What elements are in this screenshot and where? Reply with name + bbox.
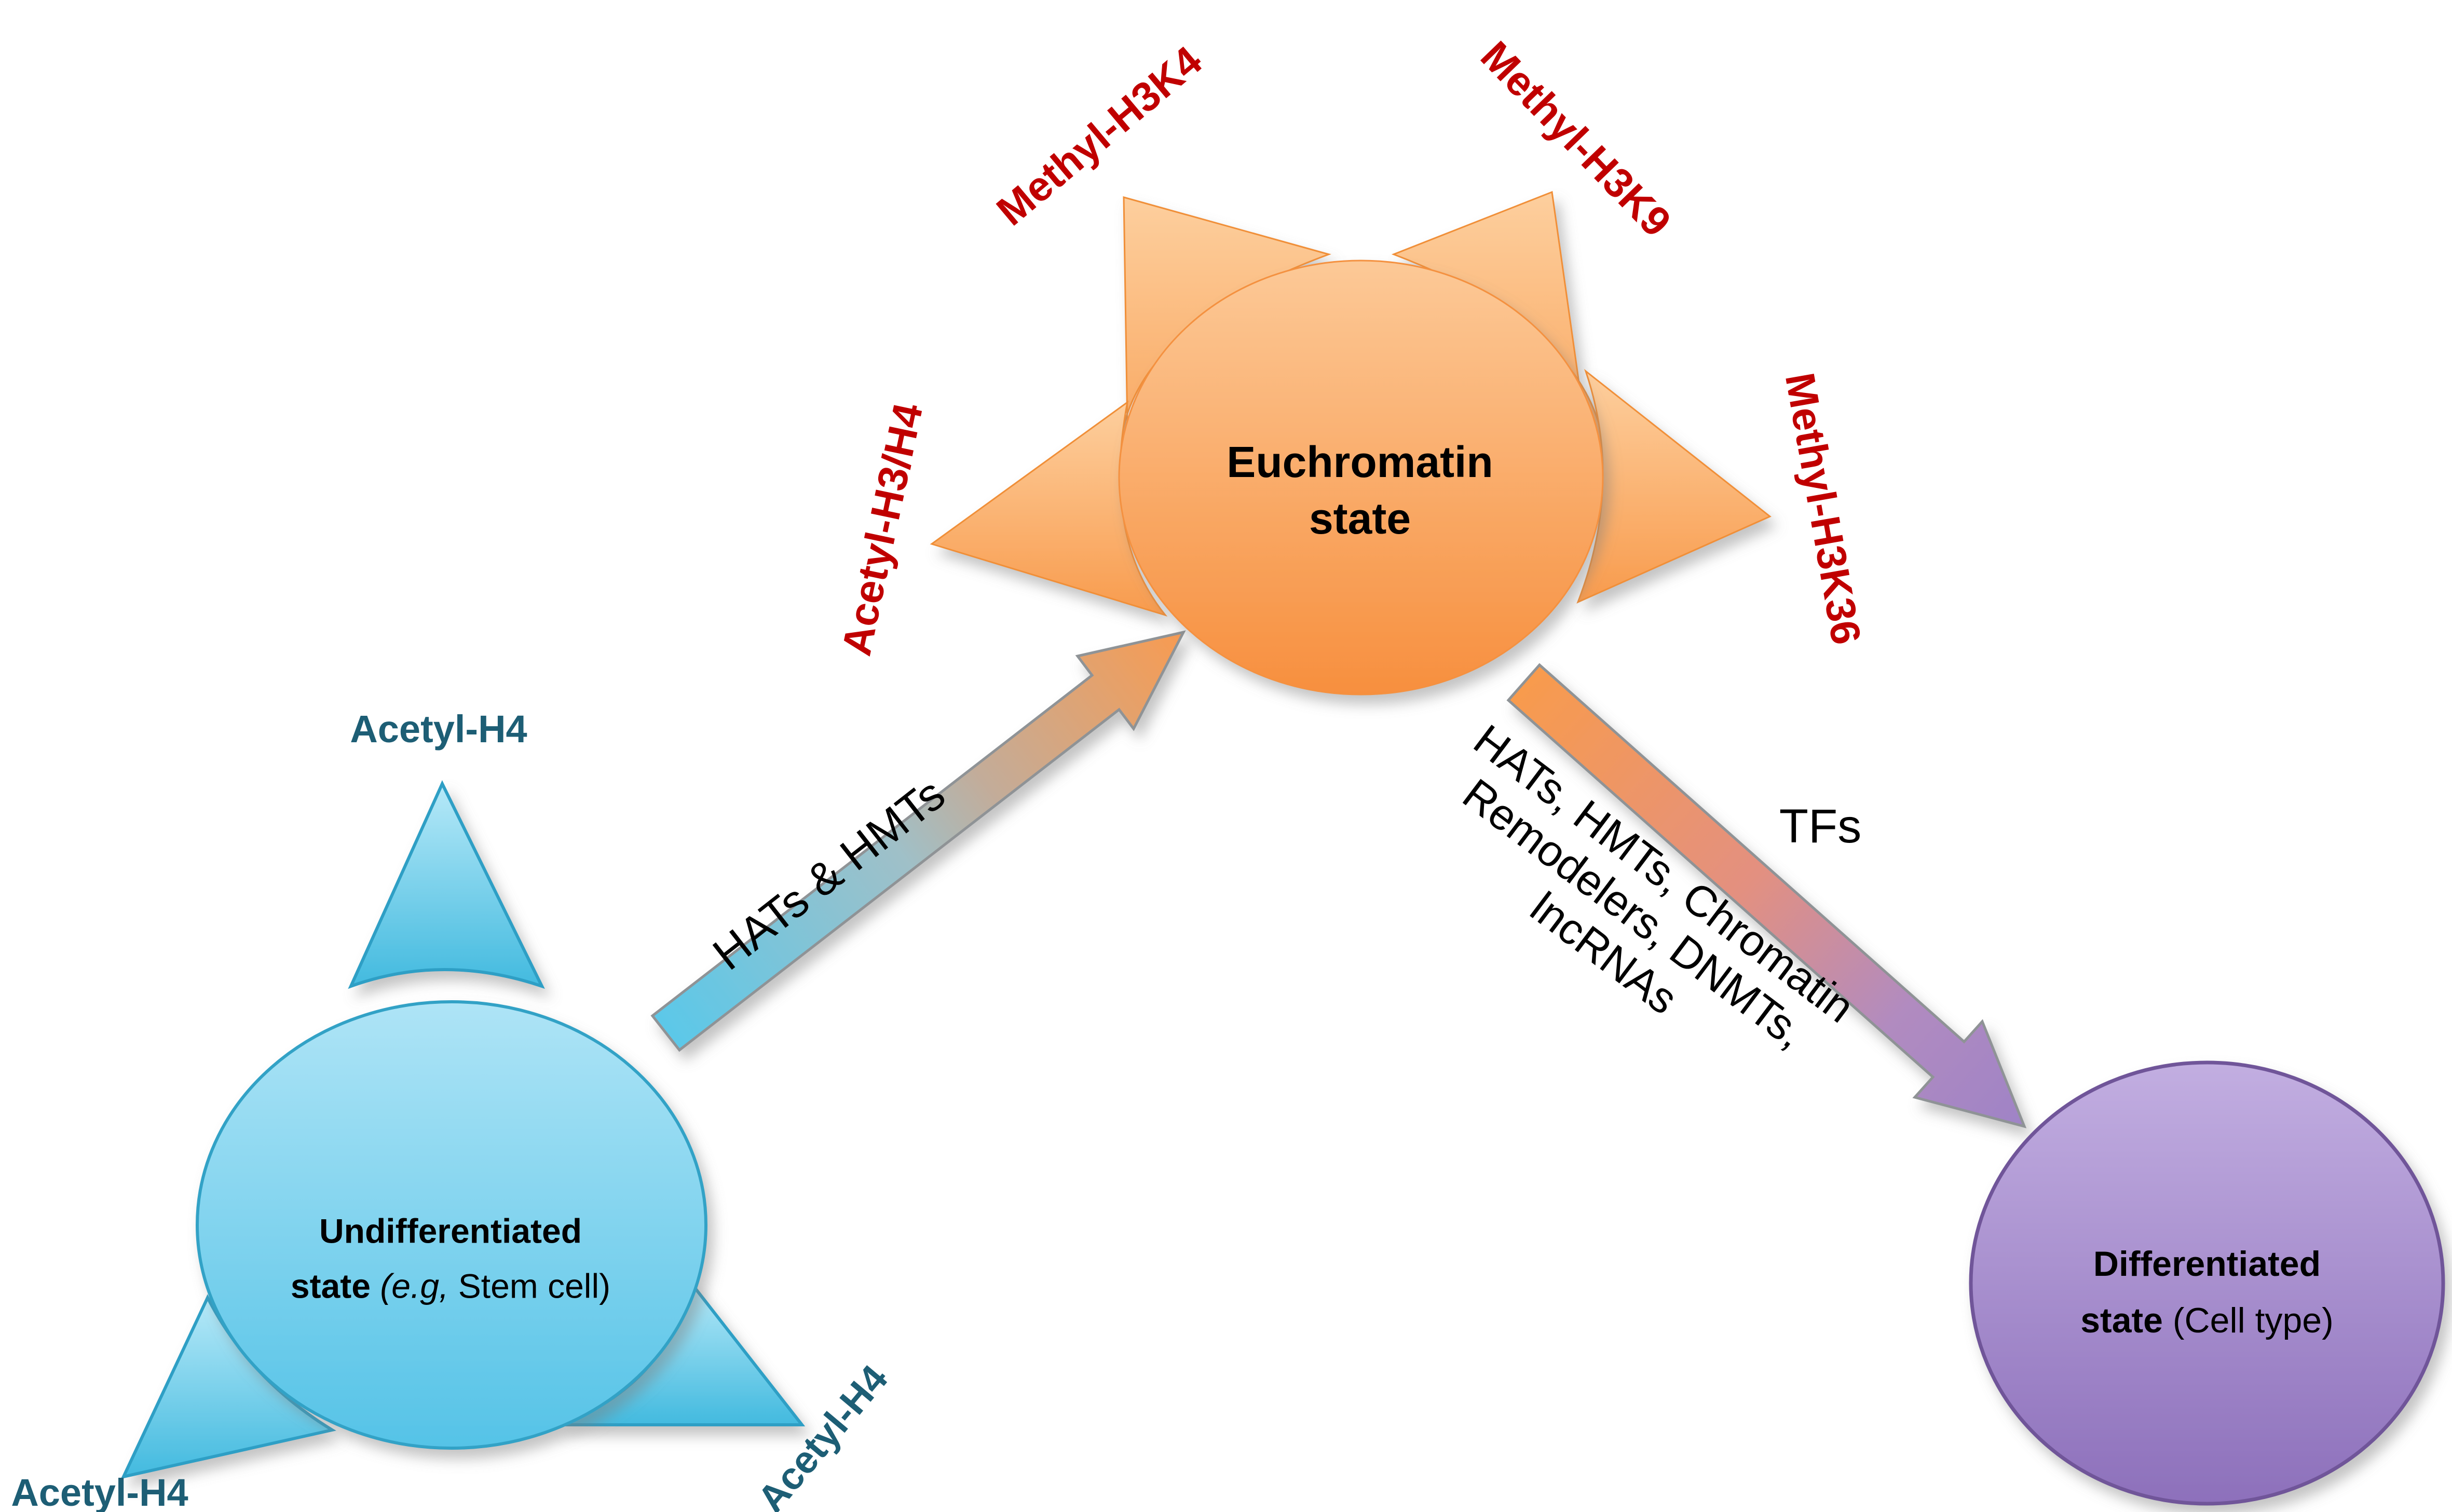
arrow-tfs [1506,663,2027,1128]
undifferentiated-label-rest: Stem cell) [458,1266,611,1305]
label-acetyl-h4-top: Acetyl-H4 [350,707,527,751]
euchromatin-node [1118,260,1604,696]
label-tfs: TFs [1779,800,1862,853]
undifferentiated-node-label: Undifferentiated state (e.g, Stem cell) [279,1204,622,1313]
euchromatin-node-label: Euchromatin state [1227,437,1493,543]
undifferentiated-label-bold: Undifferentiated state [290,1211,582,1305]
arrow-hats-hmts [650,630,1186,1052]
undifferentiated-node [196,1000,707,1450]
label-acetyl-h4-bottom-left: Acetyl-H4 [11,1471,188,1512]
differentiated-node-label: Differentiated state (Cell type) [2062,1236,2352,1349]
differentiated-label-rest: (Cell type) [2172,1301,2334,1340]
ray-acetyl-h4-top [348,780,545,989]
differentiated-node [1969,1060,2445,1506]
undifferentiated-label-italic: (e.g, [380,1266,449,1305]
ray-methyl-h3k36 [1576,369,1772,604]
differentiated-label-bold: Differentiated state [2080,1244,2321,1340]
